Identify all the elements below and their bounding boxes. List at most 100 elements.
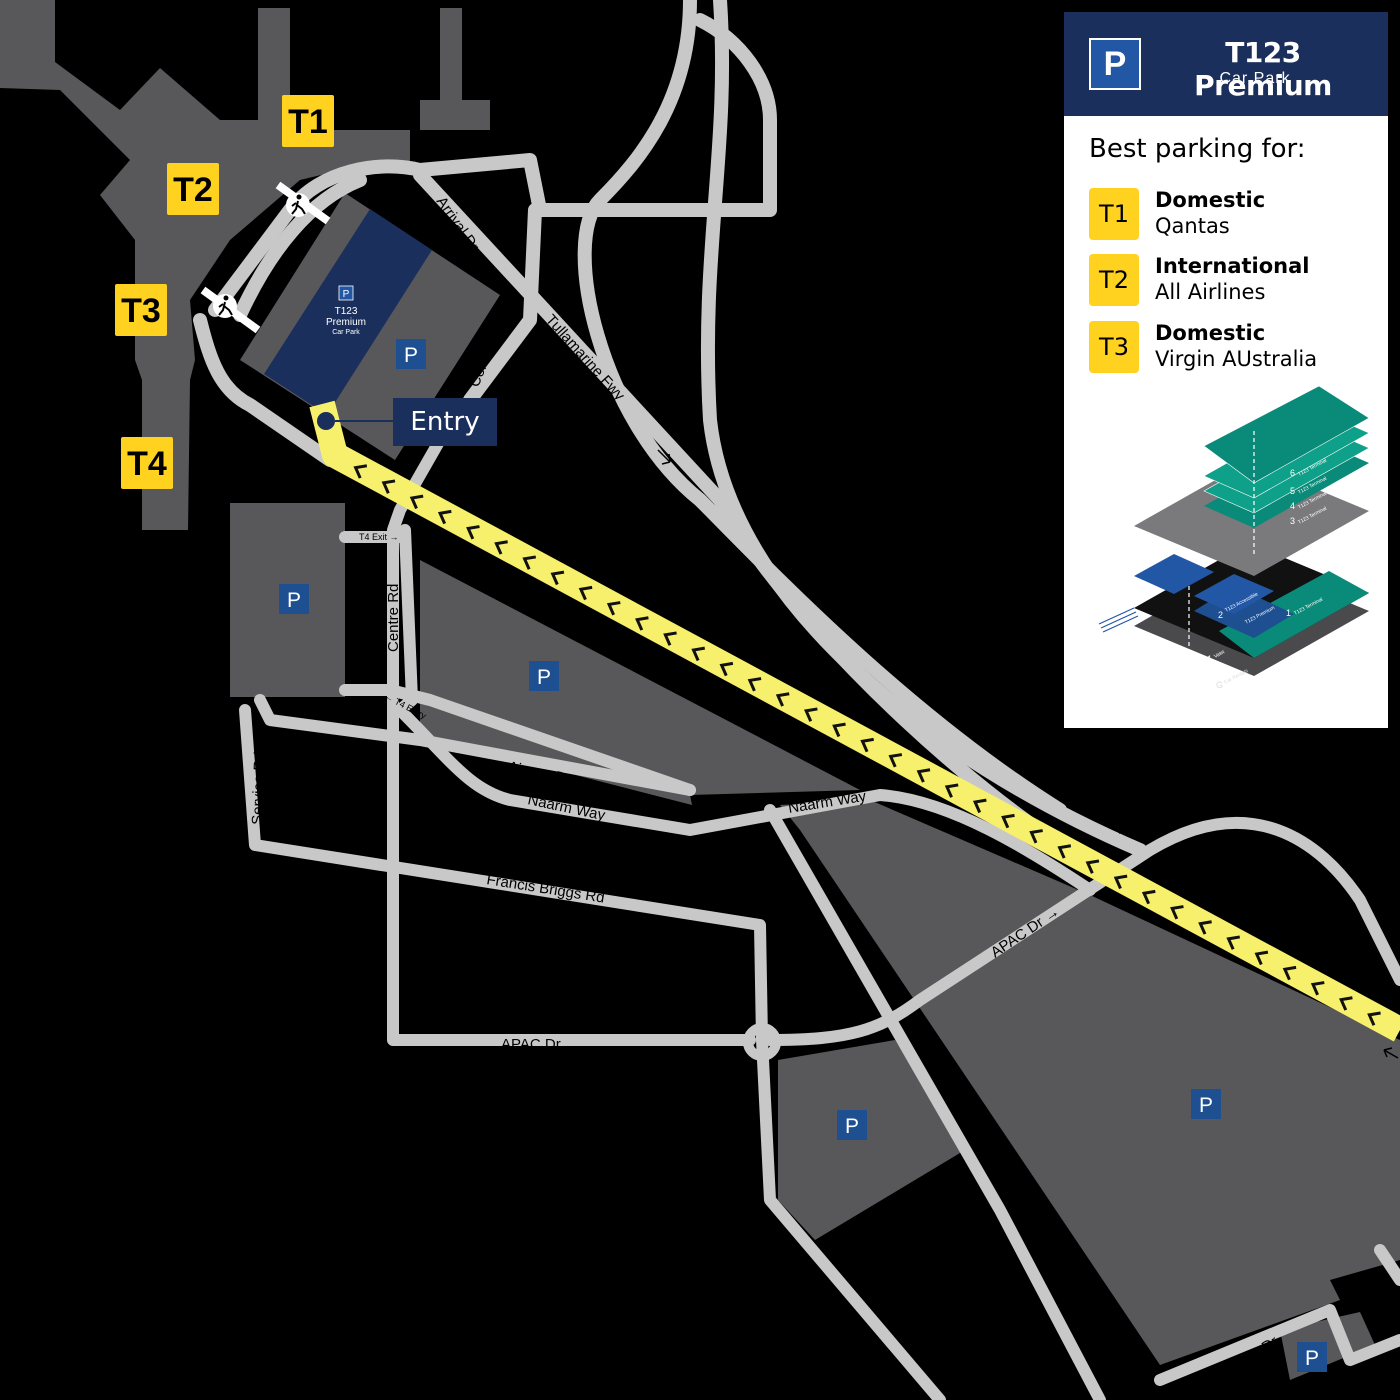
level-6-number: 6 bbox=[1290, 468, 1295, 478]
svg-text:P: P bbox=[537, 666, 551, 689]
level-3-number: 3 bbox=[1290, 516, 1295, 526]
route-chevron bbox=[1170, 905, 1184, 920]
route-chevron bbox=[578, 585, 593, 601]
route-chevron bbox=[803, 707, 818, 722]
premium-building-p: P bbox=[343, 289, 350, 300]
svg-text:T3: T3 bbox=[121, 292, 161, 330]
route-chevron bbox=[522, 555, 537, 570]
svg-text:P: P bbox=[404, 344, 418, 367]
route-chevron bbox=[381, 479, 396, 494]
route-chevron bbox=[663, 631, 677, 646]
svg-text:P: P bbox=[1199, 1094, 1213, 1117]
legend-type-t3: Domestic bbox=[1155, 321, 1266, 345]
legend-title: T123 Premium bbox=[1194, 36, 1332, 102]
level-5-number: 5 bbox=[1290, 486, 1295, 496]
lot-long-term bbox=[780, 800, 1400, 1365]
legend-airline-t2: All Airlines bbox=[1155, 280, 1266, 304]
parking-sign-long-term: P bbox=[1191, 1089, 1221, 1119]
route-chevron bbox=[437, 509, 452, 525]
terminal-badge-t3: T3 bbox=[115, 284, 167, 336]
svg-text:T2: T2 bbox=[173, 171, 213, 209]
route-chevron bbox=[775, 692, 790, 707]
parking-sign-apac: P bbox=[837, 1110, 867, 1140]
route-chevron bbox=[1113, 874, 1128, 890]
legend-card: P T123 Premium Car Park Best parking for… bbox=[1064, 12, 1388, 728]
road-network bbox=[193, 0, 1400, 1400]
road-label-apac-dr-main: APAC Dr bbox=[501, 1036, 561, 1053]
route-chevron bbox=[888, 753, 903, 768]
svg-text:P: P bbox=[287, 589, 301, 612]
route-chevron bbox=[409, 494, 424, 510]
direction-arrows bbox=[657, 449, 1399, 1059]
route-chevron bbox=[494, 540, 508, 555]
legend-airline-t1: Qantas bbox=[1155, 214, 1230, 238]
level-1-number: 1 bbox=[1286, 608, 1291, 618]
legend-heading: Best parking for: bbox=[1089, 134, 1306, 164]
pedestrian-icon bbox=[213, 294, 237, 318]
entry-marker bbox=[317, 412, 335, 430]
terminal-badge-t4: T4 bbox=[121, 437, 173, 489]
parking-sign-t4: P bbox=[279, 584, 309, 614]
legend-row-t3: T3 Domestic Virgin AUstralia bbox=[1089, 321, 1379, 373]
pedestrian-crossings bbox=[200, 181, 331, 334]
svg-text:P: P bbox=[845, 1115, 859, 1138]
route-chevron bbox=[1001, 813, 1015, 829]
road-label-centre-rd-lower: Centre Rd bbox=[385, 584, 402, 652]
route-chevron bbox=[1085, 859, 1100, 874]
valet-label: Valet bbox=[1213, 649, 1226, 660]
route-chevron bbox=[1367, 1011, 1381, 1026]
legend-airline-t3: Virgin AUstralia bbox=[1155, 347, 1318, 371]
level-4-number: 4 bbox=[1290, 501, 1295, 511]
route-chevron bbox=[860, 737, 874, 753]
legend-row-t2: T2 International All Airlines bbox=[1089, 254, 1379, 306]
route-chevron bbox=[719, 661, 734, 677]
level-g-number: G bbox=[1216, 680, 1223, 690]
route-chevrons bbox=[353, 464, 1381, 1026]
route-chevron bbox=[916, 768, 931, 783]
premium-building-line1: T123 bbox=[335, 306, 358, 317]
level-g-label: Car Rentals bbox=[1223, 668, 1250, 686]
car-park-levels-diagram: 6 T123 Terminal 5 T123 Terminal 4 T123 T… bbox=[1098, 386, 1370, 690]
lot-apac bbox=[778, 1040, 965, 1240]
legend-row-t1: T1 Domestic Qantas bbox=[1089, 188, 1379, 240]
route-chevron bbox=[972, 798, 987, 814]
legend-badge-t1: T1 bbox=[1089, 188, 1139, 240]
svg-text:T1: T1 bbox=[288, 103, 328, 141]
parking-sign-mercer: P bbox=[1297, 1342, 1327, 1372]
route-chevron bbox=[1198, 920, 1212, 935]
premium-building-line2: Premium bbox=[326, 317, 366, 328]
terminal-dr-route bbox=[309, 400, 1400, 1042]
terminal-badge-t1: T1 bbox=[282, 95, 334, 147]
legend-type-t2: International bbox=[1155, 254, 1310, 278]
route-chevron bbox=[1057, 844, 1072, 859]
route-chevron bbox=[832, 722, 846, 738]
route-chevron bbox=[635, 616, 649, 631]
route-chevron bbox=[944, 783, 959, 798]
premium-building-label: P T123 Premium Car Park bbox=[326, 285, 366, 336]
premium-car-park-building bbox=[240, 193, 500, 460]
parking-sign-premium-lot: P bbox=[396, 339, 426, 369]
legend-badge-t3: T3 bbox=[1089, 321, 1139, 373]
legend-header: P T123 Premium Car Park bbox=[1064, 12, 1388, 116]
route-chevron bbox=[691, 646, 706, 662]
route-chevron bbox=[1282, 965, 1297, 981]
road-label-service-rd: Service Rd bbox=[249, 751, 269, 825]
route-chevron bbox=[1029, 829, 1043, 844]
entry-label: Entry bbox=[410, 407, 479, 437]
legend-type-t1: Domestic bbox=[1155, 188, 1266, 212]
parking-sign-centre: P bbox=[529, 661, 559, 691]
route-chevron bbox=[466, 525, 480, 540]
legend-parking-icon: P bbox=[1089, 38, 1141, 90]
route-chevron bbox=[1310, 981, 1325, 996]
route-chevron bbox=[1254, 950, 1269, 966]
premium-building-line3: Car Park bbox=[332, 329, 360, 336]
route-chevron bbox=[550, 570, 565, 586]
entry-callout: Entry bbox=[393, 398, 497, 446]
level-2-number: 2 bbox=[1218, 610, 1223, 620]
route-chevron bbox=[1339, 996, 1353, 1011]
valet-level-number: 1 bbox=[1207, 654, 1212, 664]
legend-badge-t2: T2 bbox=[1089, 254, 1139, 306]
route-chevron bbox=[1141, 889, 1156, 905]
route-chevron bbox=[606, 601, 621, 616]
legend-subtitle: Car Park bbox=[1219, 70, 1291, 87]
